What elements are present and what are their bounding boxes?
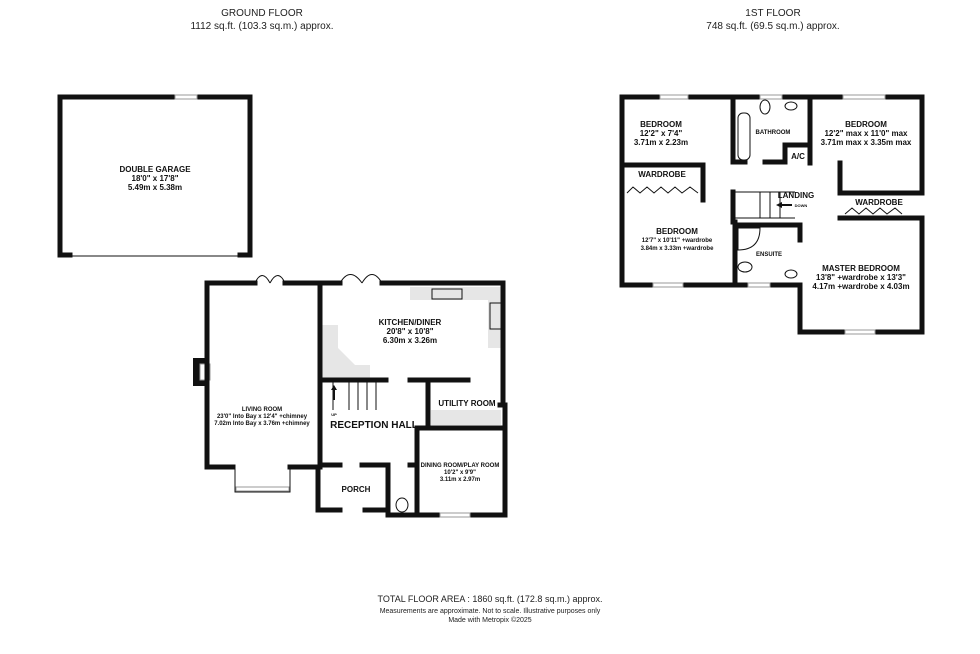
room-imperial: 12'7" x 10'11" +wardrobe [642,238,713,244]
first-floor-plan [619,94,925,335]
room-imperial: 10'2" x 9'9" [444,470,476,476]
ground-floor-plan [193,274,508,518]
room-metric: 3.71m max x 3.35m max [821,138,912,147]
room-metric: 6.30m x 3.26m [383,336,437,345]
room-metric: 5.49m x 5.38m [128,183,182,192]
room-name: LIVING ROOM [242,407,282,413]
stairs-label: DOWN [795,203,808,208]
room-metric: 4.17m +wardrobe x 4.03m [812,282,909,291]
room-name: A/C [791,152,805,161]
first-floor-title: 1ST FLOOR [745,8,800,19]
room-imperial: 18'0" x 17'8" [132,174,179,183]
room-name: RECEPTION HALL [330,420,418,431]
room-name: BEDROOM [656,227,698,236]
room-name: KITCHEN/DINER [379,318,442,327]
room-metric: 3.71m x 2.23m [634,138,688,147]
credit: Made with Metropix ©2025 [448,616,531,624]
first-floor-area: 748 sq.ft. (69.5 sq.m.) approx. [706,21,839,32]
room-imperial: 23'0" Into Bay x 12'4" +chimney [217,414,308,420]
room-imperial: 13'8" +wardrobe x 13'3" [816,273,906,282]
room-imperial: 12'2" max x 11'0" max [824,129,908,138]
garage-plan [57,94,253,258]
room-name: DOUBLE GARAGE [119,165,191,174]
room-imperial: 12'2" x 7'4" [640,129,683,138]
ground-floor-title: GROUND FLOOR [221,8,303,19]
room-name: DINING ROOM/PLAY ROOM [421,463,500,469]
room-metric: 7.02m Into Bay x 3.76m +chimney [214,421,310,427]
room-name: BATHROOM [756,130,791,136]
stairs-label: UP [331,412,337,417]
disclaimer: Measurements are approximate. Not to sca… [380,608,601,615]
room-name: WARDROBE [638,170,686,179]
room-name: BEDROOM [640,120,682,129]
room-name: BEDROOM [845,120,887,129]
room-name: WARDROBE [855,198,903,207]
total-floor-area: TOTAL FLOOR AREA : 1860 sq.ft. (172.8 sq… [378,594,603,604]
room-imperial: 20'8" x 10'8" [387,327,434,336]
room-name: PORCH [342,485,371,494]
room-name: UTILITY ROOM [438,399,496,408]
ground-floor-area: 1112 sq.ft. (103.3 sq.m.) approx. [190,21,333,32]
room-name: LANDING [778,191,814,200]
room-metric: 3.84m x 3.33m +wardrobe [641,246,715,252]
room-name: ENSUITE [756,252,782,258]
room-metric: 3.11m x 2.97m [440,477,480,483]
room-name: MASTER BEDROOM [822,264,900,273]
